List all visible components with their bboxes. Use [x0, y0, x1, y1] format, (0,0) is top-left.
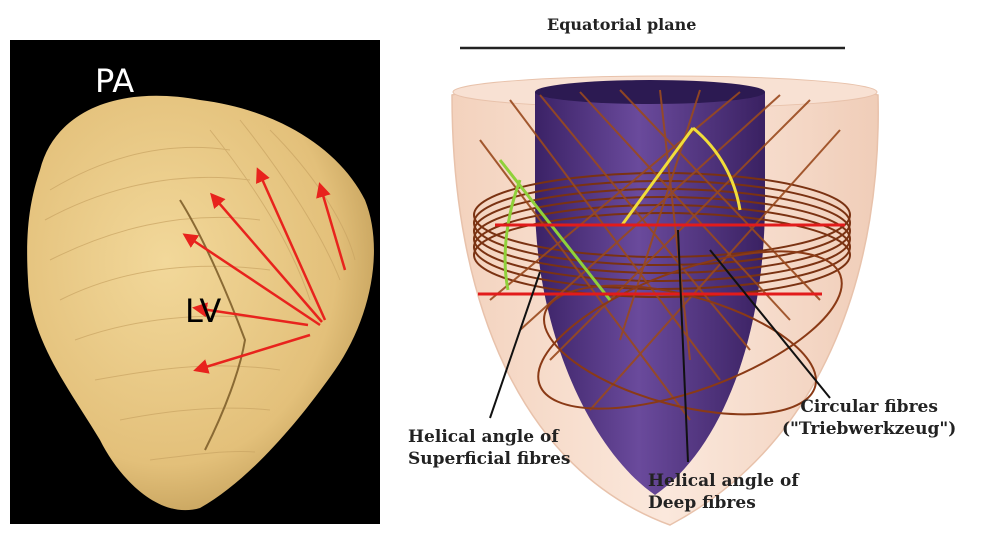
superficial-fibres-label: Helical angle of Superficial fibres [408, 426, 570, 470]
heart-photo-panel: PA LV [10, 40, 380, 524]
lv-label: LV [185, 292, 221, 330]
deep-label-line-2: Deep fibres [648, 492, 799, 514]
equatorial-plane-title: Equatorial plane [547, 14, 696, 36]
superficial-label-line-2: Superficial fibres [408, 448, 570, 470]
deep-fibres-label: Helical angle of Deep fibres [648, 470, 799, 514]
deep-label-line-1: Helical angle of [648, 470, 799, 492]
pa-label: PA [95, 62, 134, 100]
circular-label-line-2: ("Triebwerkzeug") [782, 418, 956, 440]
circular-fibres-label: Circular fibres ("Triebwerkzeug") [782, 396, 956, 440]
superficial-label-line-1: Helical angle of [408, 426, 570, 448]
heart-photo-illustration [10, 40, 380, 524]
circular-label-line-1: Circular fibres [782, 396, 956, 418]
fibre-diagram-panel: Equatorial plane Helical angle of Superf… [390, 0, 990, 536]
